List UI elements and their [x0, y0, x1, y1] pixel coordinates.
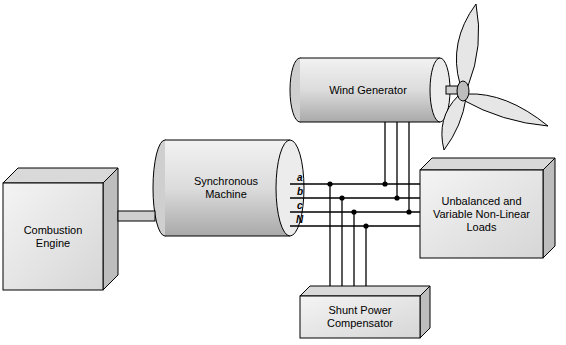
connector — [290, 184, 420, 226]
connector — [118, 211, 155, 221]
compensator-box-shape — [300, 286, 430, 338]
engine-box-shape — [3, 168, 118, 290]
loads-box-shape — [420, 158, 555, 258]
wind-generator-cylinder — [290, 58, 458, 122]
machine-cylinder — [153, 140, 304, 236]
node-label: Shunt Power Compensator — [304, 304, 416, 330]
wind-generator-box: Wind Generator — [306, 58, 430, 122]
engine-box: Combustion Engine — [3, 183, 103, 290]
node-label: Synchronous Machine — [176, 175, 276, 201]
node-label: Wind Generator — [329, 84, 407, 97]
loads-box: Unbalanced and Variable Non-Linear Loads — [420, 170, 543, 258]
phase-label: b — [297, 186, 303, 197]
phase-label: N — [296, 214, 303, 225]
node-label: Unbalanced and Variable Non-Linear Loads — [424, 195, 539, 234]
phase-label: c — [297, 200, 303, 211]
compensator-box: Shunt Power Compensator — [300, 296, 420, 338]
node-label: Combustion Engine — [7, 224, 99, 250]
machine-box: Synchronous Machine — [172, 140, 280, 236]
connector — [382, 122, 411, 215]
turbine-blades — [442, 4, 548, 150]
phase-label: a — [297, 172, 303, 183]
connector — [327, 181, 368, 286]
